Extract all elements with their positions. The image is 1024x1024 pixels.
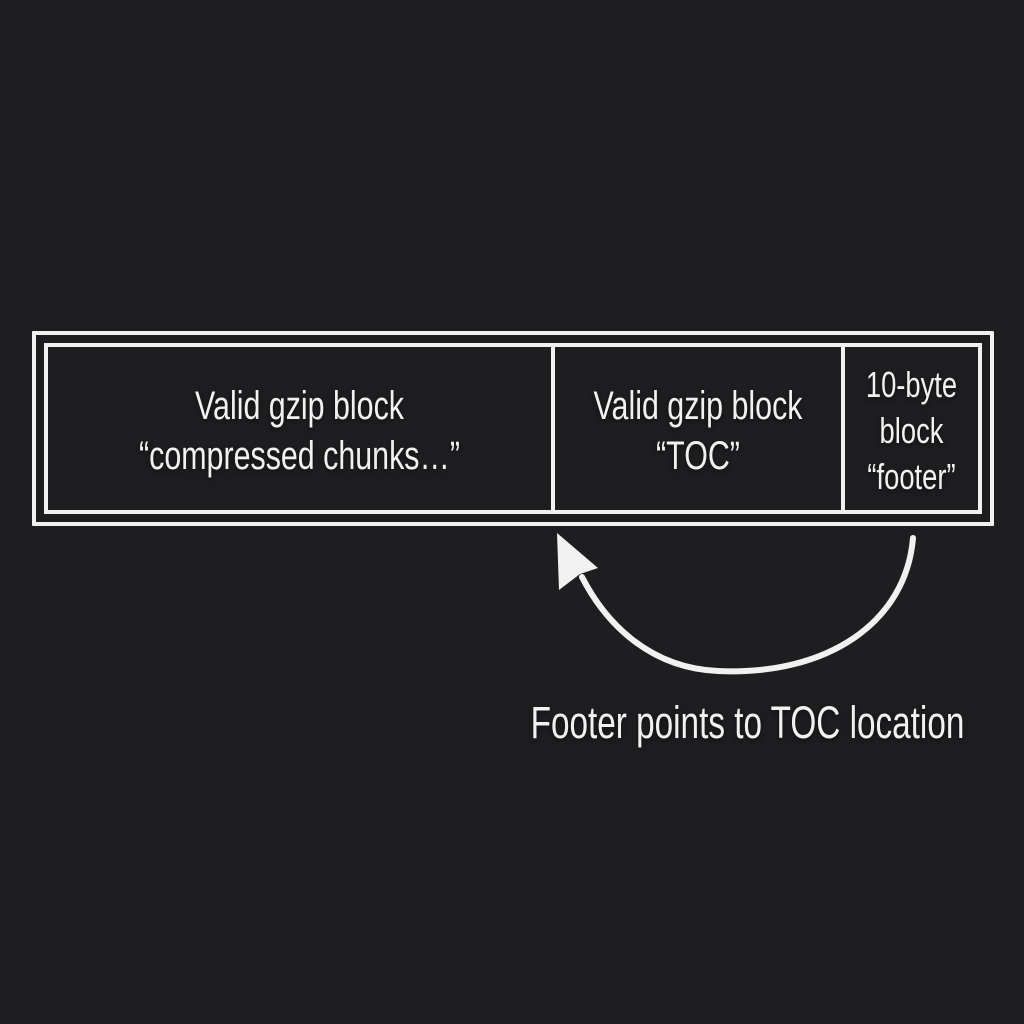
block-section-compressed-chunks: Valid gzip block “compressed chunks…”	[48, 347, 555, 510]
block-label-line: 10-byte	[865, 363, 958, 405]
caption: Footer points to TOC location	[530, 697, 965, 748]
block-label-line: “compressed chunks…”	[138, 433, 461, 478]
block-section-toc: Valid gzip block “TOC”	[555, 347, 845, 510]
block-label-line: “footer”	[867, 455, 956, 497]
arrow-curve	[579, 535, 916, 675]
block-label-line: “TOC”	[656, 433, 740, 478]
gzip-file-inner-box: Valid gzip block “compressed chunks…” Va…	[44, 343, 982, 514]
gzip-file-outer-box	[32, 331, 994, 526]
block-label-line: block	[879, 409, 944, 451]
block-label-line: Valid gzip block	[593, 383, 803, 428]
block-section-footer: 10-byte block “footer”	[845, 347, 978, 510]
arrow-head-icon	[557, 533, 598, 590]
block-label-line: Valid gzip block	[195, 383, 404, 428]
